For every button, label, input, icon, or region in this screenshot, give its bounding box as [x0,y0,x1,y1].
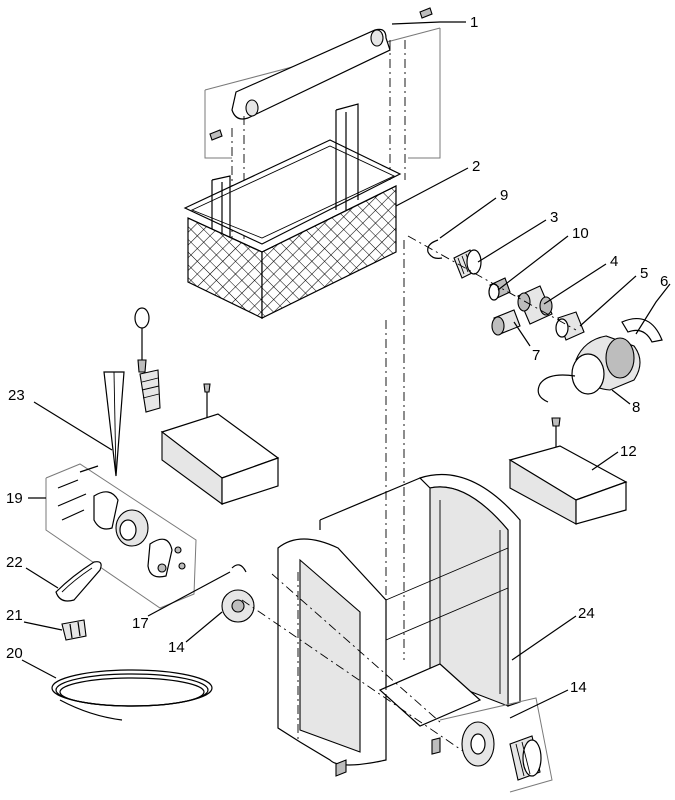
part-1-cover-bracket [204,7,441,280]
pump-fittings [407,235,663,403]
label-part-14-left: 14 [168,639,185,656]
part-12-foam-block-right [508,417,628,525]
label-part-17: 17 [132,615,149,632]
label-part-24: 24 [578,605,595,622]
label-part-23: 23 [8,387,25,404]
label-part-5: 5 [640,265,648,282]
callout-labels: 1 2 9 3 10 4 5 6 7 8 12 23 19 22 21 20 1… [6,14,668,696]
part-14-outlet-fitting [439,697,553,793]
label-part-20: 20 [6,645,23,662]
label-part-10: 10 [572,225,589,242]
label-part-8: 8 [632,399,640,416]
leader-lines [21,21,671,719]
part-20-hose-coil [51,669,213,721]
label-part-1: 1 [470,14,478,31]
part-19-hardware-kit [45,463,197,609]
label-part-19: 19 [6,490,23,507]
label-part-22: 22 [6,554,23,571]
label-part-9: 9 [500,187,508,204]
foam-block-left [160,383,280,506]
label-part-14-right: 14 [570,679,587,696]
part-24-housing [241,240,521,777]
part-2-mesh-basket [183,103,402,319]
part-22-carabiner [55,561,102,602]
part-21-clip [61,619,87,641]
label-part-21: 21 [6,607,23,624]
label-part-2: 2 [472,158,480,175]
label-part-4: 4 [610,253,618,270]
part-23-ground-stake [103,307,161,477]
label-part-12: 12 [620,443,637,460]
part-17-14-fittings [221,564,255,623]
label-part-3: 3 [550,209,558,226]
label-part-7: 7 [532,347,540,364]
label-part-6: 6 [660,273,668,290]
